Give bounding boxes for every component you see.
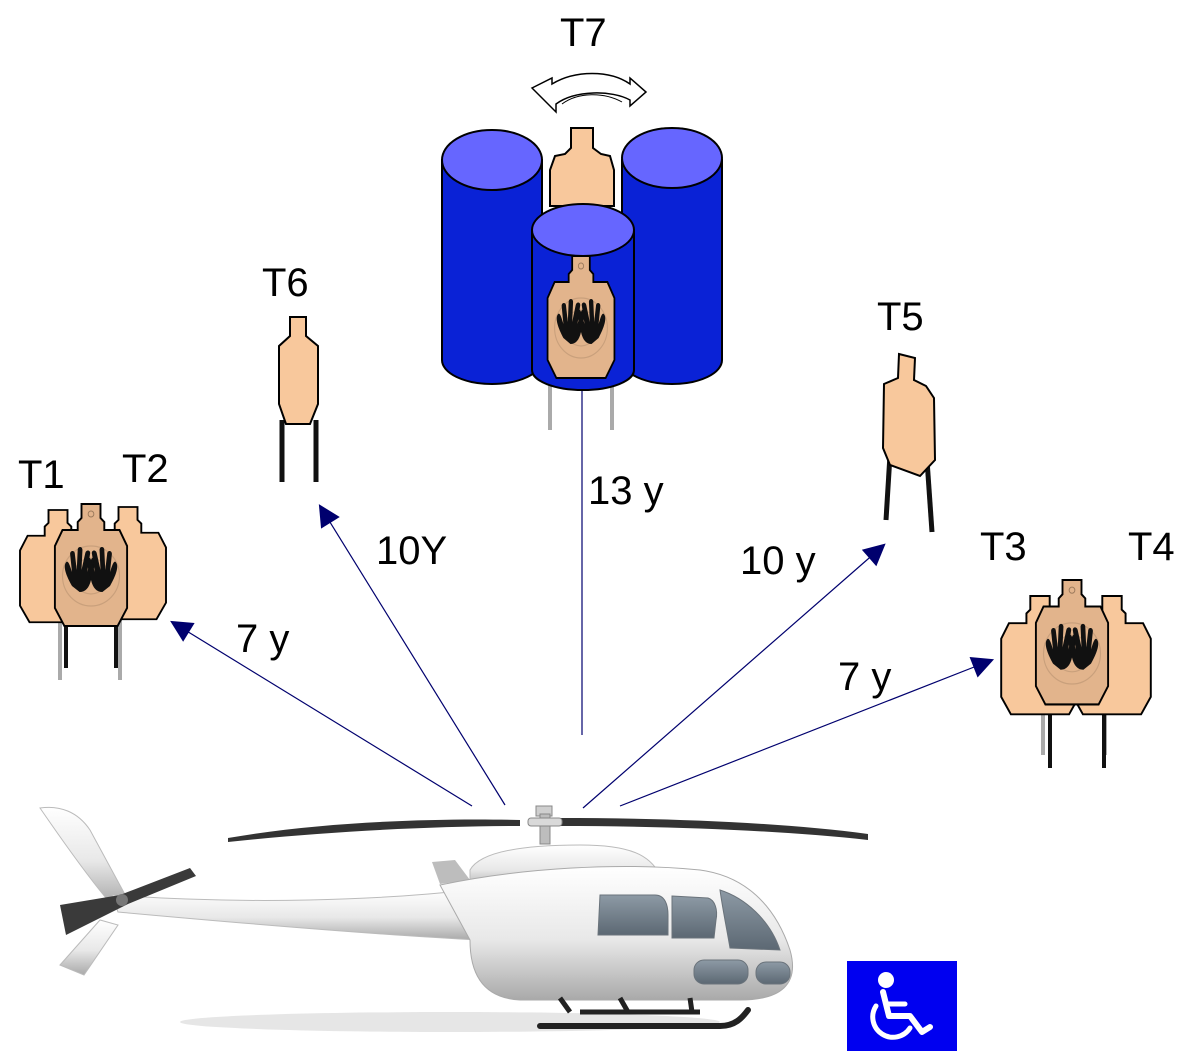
line-to-t1-t2 [170, 620, 473, 807]
label-t3: T3 [980, 525, 1027, 569]
target-t5 [881, 352, 937, 533]
distance-t6: 10Y [376, 529, 447, 573]
label-t1: T1 [18, 453, 65, 497]
barrel-back-left [441, 159, 543, 385]
rotate-arrow-icon [530, 72, 648, 114]
target-t7 [549, 127, 615, 207]
barrel-back-right [621, 159, 723, 385]
label-t4: T4 [1128, 525, 1175, 569]
target-t6 [278, 316, 319, 482]
line-to-t3-t4 [619, 656, 995, 807]
target-t7-barrels [441, 72, 723, 430]
label-t6: T6 [262, 261, 309, 305]
line-to-t5 [582, 543, 886, 809]
distance-left-pair: 7 y [236, 617, 289, 661]
helicopter-icon [39, 805, 868, 1032]
label-t5: T5 [877, 295, 924, 339]
line-to-t6 [318, 504, 506, 806]
label-t7: T7 [560, 11, 607, 55]
distance-t5: 10 y [740, 539, 816, 583]
distance-lines [170, 385, 995, 809]
distance-t7: 13 y [588, 469, 664, 513]
target-group-t1-t2 [19, 504, 167, 680]
target-group-t3-t4 [1000, 580, 1152, 768]
wheelchair-icon [847, 961, 957, 1051]
label-t2: T2 [122, 447, 169, 491]
distance-right-pair: 7 y [838, 655, 891, 699]
